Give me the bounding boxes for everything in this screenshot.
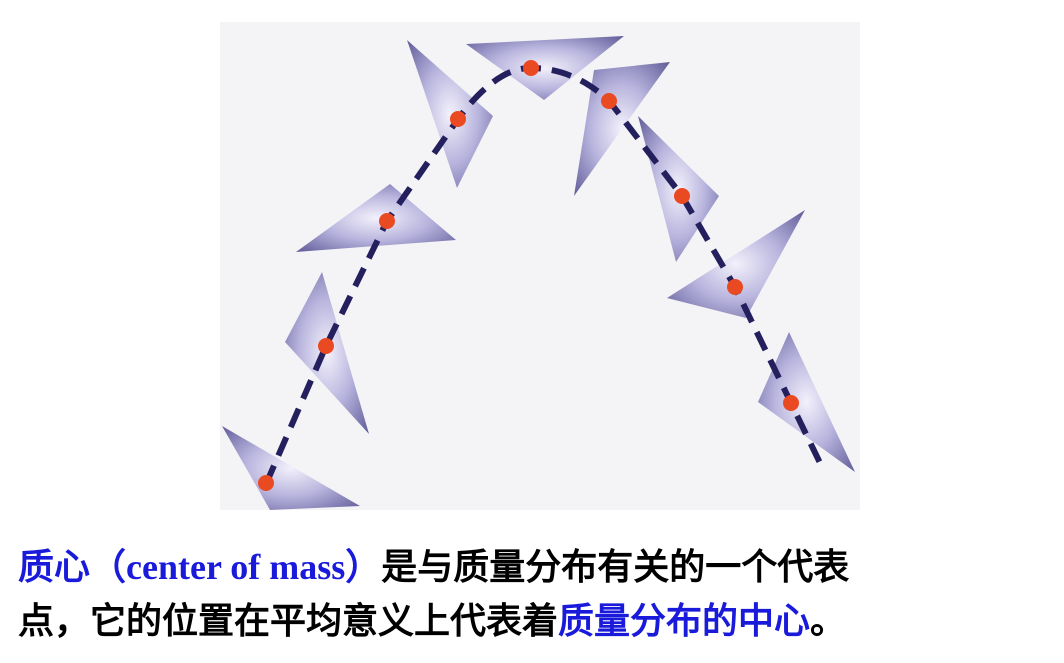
center-of-mass-diagram xyxy=(220,22,860,510)
center-of-mass-dot xyxy=(674,188,690,204)
center-of-mass-dot xyxy=(379,213,395,229)
caption-text: 是与质量分布有关的一个代表 xyxy=(381,547,850,587)
caption-term-highlight: 质心（center of mass） xyxy=(18,547,382,587)
caption-period: 。 xyxy=(810,601,847,641)
center-of-mass-dot xyxy=(318,338,334,354)
center-of-mass-dot xyxy=(258,475,274,491)
triangle-8 xyxy=(667,210,805,318)
triangle-1 xyxy=(222,426,360,510)
triangle-6 xyxy=(574,62,670,196)
triangle-9 xyxy=(758,332,855,472)
caption-text: 点，它的位置在平均意义上代表着 xyxy=(18,601,559,641)
triangle-4 xyxy=(407,40,493,188)
center-of-mass-dot xyxy=(727,279,743,295)
center-of-mass-dot xyxy=(450,111,466,127)
caption-line-1: 质心（center of mass）是与质量分布有关的一个代表 xyxy=(18,544,1058,590)
center-of-mass-dot xyxy=(601,93,617,109)
center-of-mass-dot xyxy=(523,60,539,76)
caption-phrase-highlight: 质量分布的中心 xyxy=(558,601,811,641)
triangle-3 xyxy=(296,184,456,252)
center-of-mass-dot xyxy=(783,395,799,411)
triangle-5 xyxy=(466,36,624,100)
caption-line-2: 点，它的位置在平均意义上代表着质量分布的中心。 xyxy=(18,598,1058,644)
center-of-mass-dots xyxy=(258,60,799,491)
